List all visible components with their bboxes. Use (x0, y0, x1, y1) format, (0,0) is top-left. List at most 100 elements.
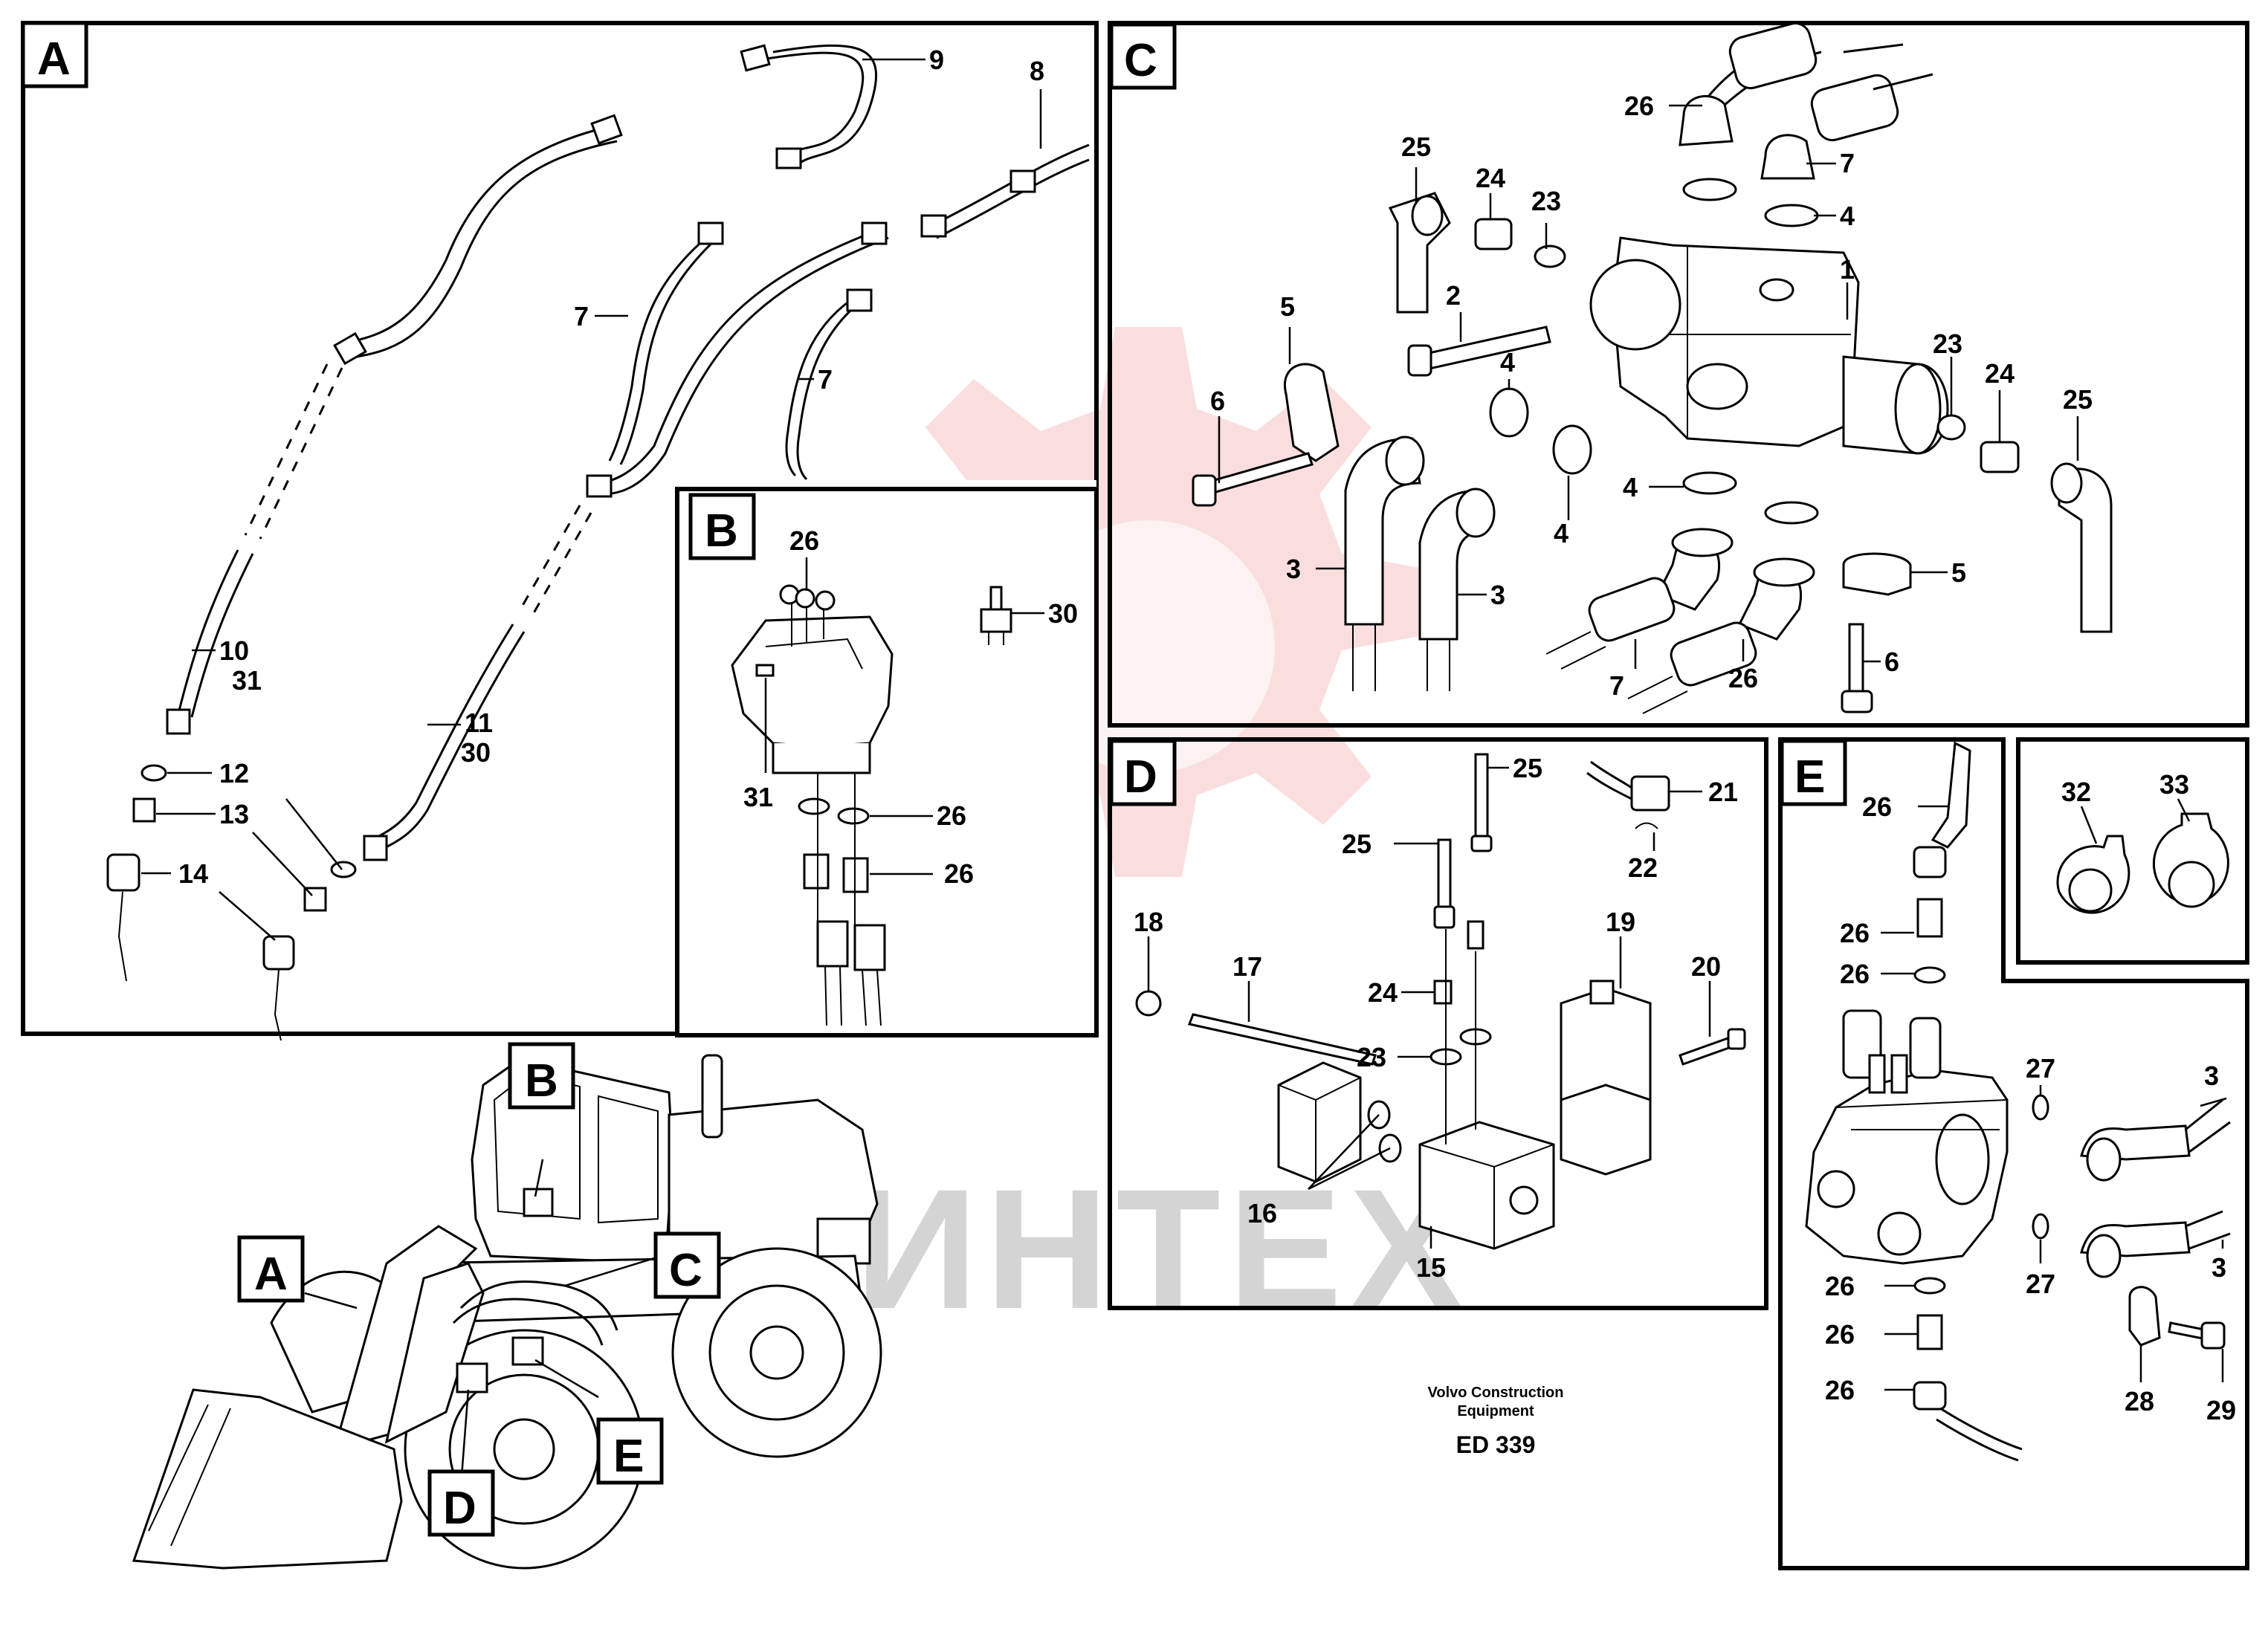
overview-tag-c: C (669, 1245, 702, 1296)
label-e3b: 3 (2212, 1252, 2226, 1283)
cap-14 (106, 853, 140, 892)
label-c6b: 6 (1884, 647, 1899, 677)
section-c-tag: C (1124, 35, 1157, 86)
label-c25a: 25 (1401, 132, 1431, 162)
washer-12b (330, 861, 357, 878)
section-clamps-frame (2016, 737, 2249, 965)
clamp-half-5b (1842, 552, 1912, 596)
hose-10 (177, 549, 239, 714)
nut-b1 (816, 920, 849, 968)
seal-e26c (1913, 966, 1946, 984)
nut-18 (1135, 990, 1162, 1017)
label-d24: 24 (1368, 977, 1398, 1008)
label-d15: 15 (1416, 1252, 1446, 1283)
label-c7b: 7 (1609, 670, 1624, 701)
nut-e26f (1913, 1381, 1947, 1411)
o-ring-c1 (1682, 178, 1737, 201)
label-8: 8 (1030, 56, 1044, 86)
section-c-frame (1108, 21, 2249, 728)
label-e29: 29 (2206, 1395, 2236, 1425)
label-c3a: 3 (1286, 554, 1301, 584)
overview-tag-a-box (237, 1235, 305, 1303)
seal-23-left (1534, 245, 1566, 268)
clamp-half-5 (1283, 363, 1340, 462)
label-e26e: 26 (1825, 1319, 1855, 1350)
label-7a: 7 (574, 301, 589, 331)
label-c7a: 7 (1840, 148, 1855, 178)
label-d25a: 25 (1513, 753, 1542, 783)
section-a: A (21, 21, 1099, 1041)
nut-e26a (1913, 846, 1947, 878)
lever-unit-overview (523, 1188, 554, 1217)
seal-e26d (1913, 1277, 1946, 1295)
pipe-25b (1437, 838, 1452, 916)
seal-23-right (1936, 414, 1966, 441)
hose-7b (785, 296, 856, 477)
o-ring-4b (1489, 387, 1529, 438)
hose-e-top (1931, 741, 1971, 849)
exhaust-stack (701, 1054, 723, 1139)
section-d-tag: D (1124, 751, 1157, 803)
overview-tag-d: D (443, 1483, 476, 1534)
hoses-b (824, 965, 882, 1026)
block-15 (1418, 1121, 1555, 1250)
label-7b: 7 (818, 364, 833, 395)
label-9: 9 (929, 45, 944, 75)
fitting-e26b (1916, 898, 1943, 938)
washer-b2 (837, 807, 870, 825)
clip-22 (1635, 822, 1658, 829)
seal-27a (2032, 1094, 2049, 1121)
label-c5a: 5 (1280, 291, 1295, 322)
label-c2: 2 (1446, 280, 1461, 311)
label-d25b: 25 (1342, 829, 1372, 859)
fitting-a8 (586, 474, 613, 498)
section-a-tag: A (37, 33, 71, 85)
label-31: 31 (232, 665, 262, 696)
section-e-tag: E (1794, 751, 1825, 803)
fitting-11 (363, 835, 388, 861)
footer-code: ED 339 (1456, 1431, 1536, 1458)
o-ring-4d (1682, 471, 1737, 495)
valve-d-overview (456, 1362, 488, 1393)
section-d-tag-box (1109, 739, 1177, 806)
cap-14b (262, 935, 295, 971)
label-c4c: 4 (1623, 472, 1638, 502)
label-e26b: 26 (1840, 918, 1870, 948)
label-d17: 17 (1232, 951, 1262, 982)
fitting-24-right (1980, 441, 2020, 473)
fitting-a2 (333, 331, 367, 366)
block-left (1277, 1061, 1362, 1183)
footer: Volvo Construction Equipment ED 339 (1428, 1385, 1564, 1458)
label-e27a: 27 (2026, 1053, 2055, 1084)
hose-7a (608, 236, 707, 462)
valve-e-overview (511, 1336, 544, 1366)
label-d18: 18 (1134, 907, 1163, 937)
label-13: 13 (219, 799, 249, 829)
section-b-tag: B (705, 505, 738, 557)
label-c26b: 26 (1728, 663, 1758, 693)
section-b-tag-box (688, 493, 756, 560)
washer-b1 (798, 797, 830, 815)
fitting-a3 (697, 221, 724, 245)
nut-13b (303, 887, 327, 912)
nut-b2 (853, 924, 886, 971)
section-a-tag-box (21, 21, 88, 88)
fitting-a5 (846, 288, 873, 312)
fitting-9b (775, 147, 802, 169)
lever-knob-2 (795, 588, 815, 609)
label-e26f: 26 (1825, 1375, 1855, 1405)
label-b26c: 26 (944, 858, 974, 889)
label-d19: 19 (1606, 907, 1635, 937)
label-e27b: 27 (2026, 1269, 2055, 1299)
hose-11 (371, 624, 514, 841)
clamp-28 (2128, 1286, 2161, 1347)
elbow-7-top (1760, 134, 1815, 180)
overview-tag-e-box (596, 1417, 664, 1485)
chain-14 (117, 891, 127, 982)
bolt-17 (1187, 1013, 1377, 1066)
label-c24b: 24 (1985, 358, 2015, 389)
label-12: 12 (219, 758, 249, 789)
label-b30: 30 (1048, 598, 1078, 629)
label-c4d: 4 (1554, 518, 1568, 548)
